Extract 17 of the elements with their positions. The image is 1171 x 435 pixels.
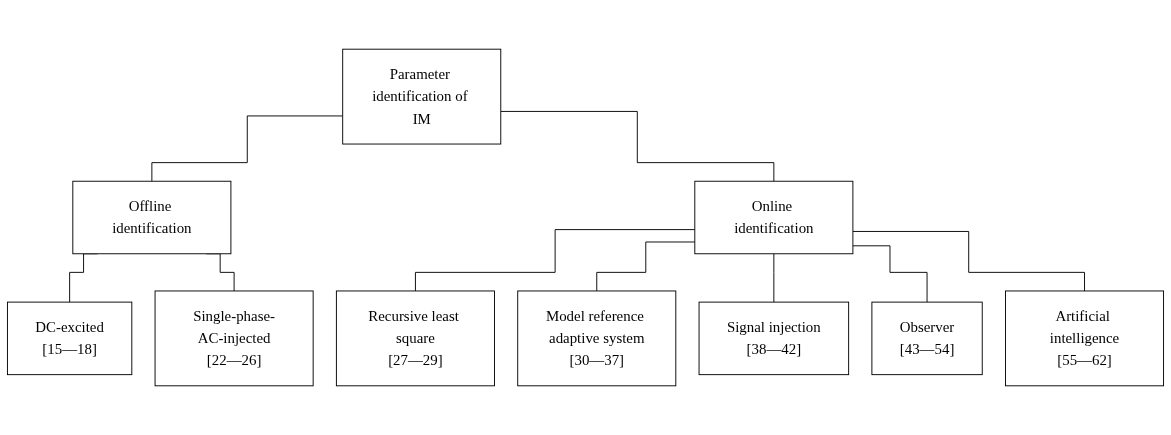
connector — [852, 231, 1085, 292]
connector — [151, 115, 344, 182]
connector — [596, 241, 696, 292]
connector — [773, 253, 775, 303]
node-box: Offline identification — [72, 180, 232, 255]
connector — [852, 245, 928, 303]
node-box: Recursive least square [27—29] — [335, 290, 495, 387]
node-box: Parameter identification of IM — [342, 48, 502, 145]
node-box: Observer [43—54] — [871, 301, 983, 376]
node-box: Artificial intelligence [55—62] — [1005, 290, 1165, 387]
connector — [414, 229, 696, 292]
node-box: Model reference adaptive system [30—37] — [517, 290, 677, 387]
node-box: Single-phase-AC-injected [22—26] — [154, 290, 314, 387]
node-box: DC-excited [15—18] — [6, 301, 133, 376]
node-box: Signal injection [38—42] — [698, 301, 850, 376]
connector — [500, 110, 775, 182]
node-box: Online identification — [694, 180, 854, 255]
